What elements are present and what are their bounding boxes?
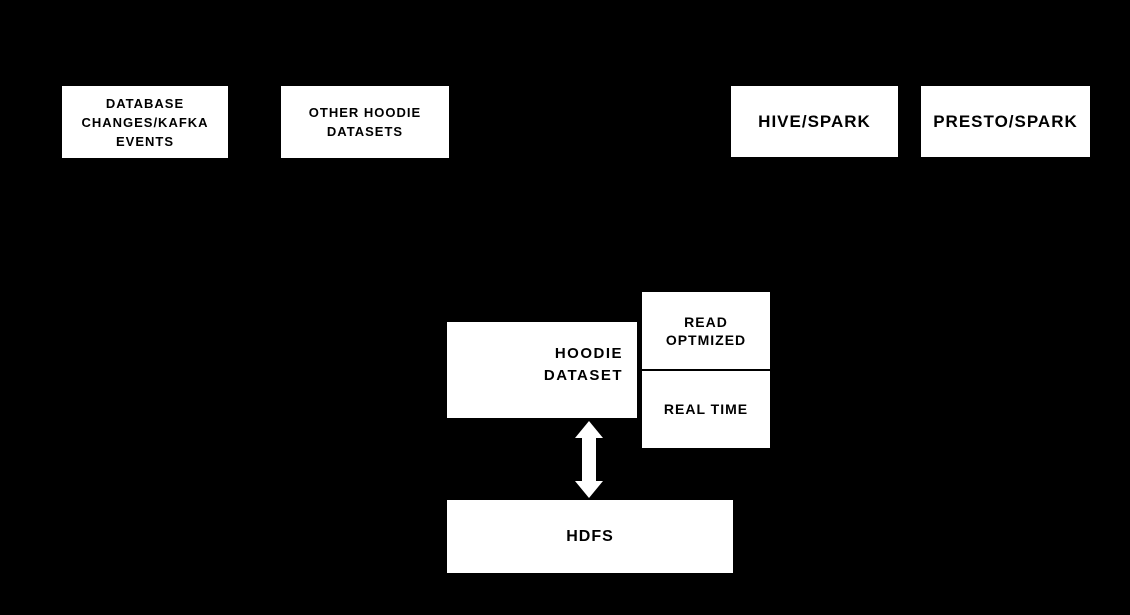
hoodie-dataset-node: HOODIE DATASET: [447, 322, 637, 418]
double-arrow-icon: [575, 421, 603, 498]
database-changes-kafka-events-node: DATABASE CHANGES/KAFKA EVENTS: [62, 86, 228, 158]
read-optmized-view-node: READ OPTMIZED: [642, 292, 770, 369]
other-hoodie-datasets-node: OTHER HOODIE DATASETS: [281, 86, 449, 158]
hdfs-node: HDFS: [447, 500, 733, 573]
hive-spark-node: HIVE/SPARK: [731, 86, 898, 157]
presto-spark-node: PRESTO/SPARK: [921, 86, 1090, 157]
double-arrow-connector: [575, 421, 603, 498]
real-time-view-node: REAL TIME: [642, 371, 770, 448]
